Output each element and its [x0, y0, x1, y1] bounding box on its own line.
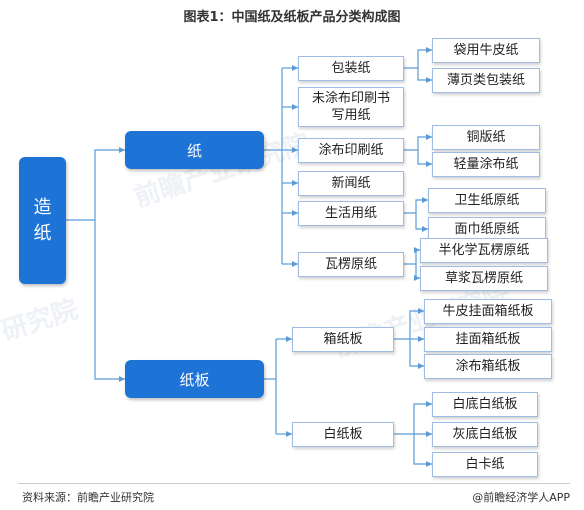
node-kraft-linerboard: 牛皮挂面箱纸板: [424, 299, 552, 324]
node-lwc-paper: 轻量涂布纸: [432, 152, 540, 177]
node-art-paper: 铜版纸: [432, 125, 540, 150]
root-label-line1: 造: [33, 196, 52, 218]
diagram-title: 图表1：中国纸及纸板产品分类构成图: [183, 10, 401, 25]
node-uncoated-printing-paper: 未涂布印刷书 写用纸: [298, 87, 404, 127]
node-corrugating-medium: 瓦楞原纸: [298, 252, 404, 277]
node-containerboard: 箱纸板: [292, 327, 394, 352]
footer-divider: [18, 483, 570, 484]
node-newsprint: 新闻纸: [298, 171, 404, 196]
node-household-paper: 生活用纸: [298, 201, 404, 226]
uncoated-label-line1: 未涂布印刷书: [311, 91, 390, 106]
node-white-cardboard: 白卡纸: [432, 452, 538, 477]
node-kraft-bag-paper: 袋用牛皮纸: [432, 38, 540, 63]
node-whiteboard: 白纸板: [292, 422, 394, 447]
node-semichemical-medium: 半化学瓦楞原纸: [420, 238, 548, 263]
node-coated-printing-paper: 涂布印刷纸: [298, 138, 404, 163]
node-toilet-base-paper: 卫生纸原纸: [428, 188, 546, 213]
node-paper: 纸: [125, 131, 264, 169]
node-thin-packaging-paper: 薄页类包装纸: [432, 68, 540, 93]
root-label-line2: 纸: [33, 222, 52, 244]
node-white-back-board: 白底白纸板: [432, 392, 538, 417]
node-paperboard: 纸板: [125, 360, 264, 398]
root-node-papermaking: 造 纸: [19, 157, 66, 284]
node-coated-linerboard: 涂布箱纸板: [424, 354, 552, 379]
node-linerboard: 挂面箱纸板: [424, 327, 552, 352]
uncoated-label-line2: 写用纸: [331, 108, 371, 123]
node-packaging-paper: 包装纸: [298, 56, 404, 81]
node-facial-tissue-base: 面巾纸原纸: [428, 217, 546, 242]
node-grey-back-board: 灰底白纸板: [432, 422, 538, 447]
brand-credit: @前瞻经济学人APP: [472, 491, 570, 504]
node-straw-pulp-medium: 草浆瓦楞原纸: [420, 266, 548, 291]
source-note: 资料来源：前瞻产业研究院: [22, 491, 154, 504]
